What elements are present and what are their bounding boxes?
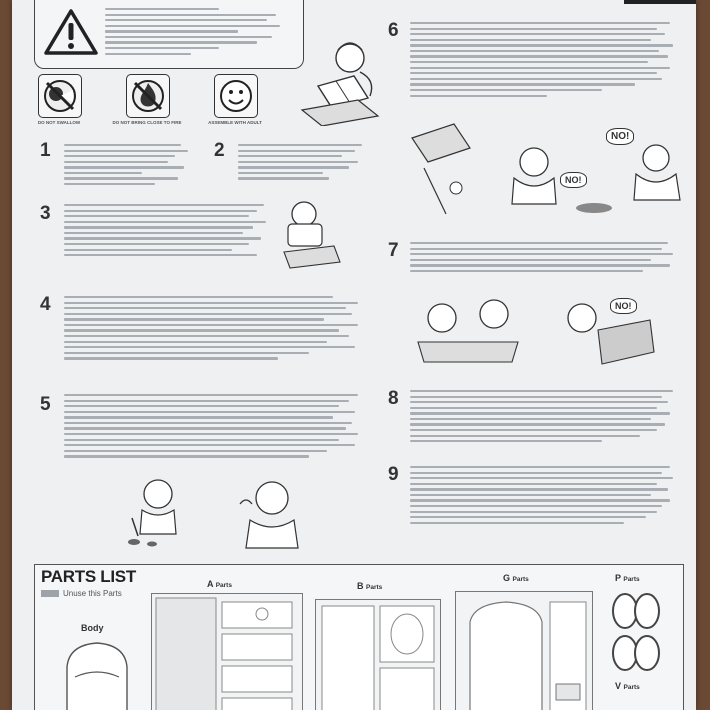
child-with-kit-illustration [283, 201, 341, 269]
warning-text [105, 8, 295, 58]
warning-box [34, 0, 304, 69]
symbol-caption: DO NOT BRING CLOSE TO FIRE [112, 120, 182, 125]
parts-tree-b [315, 599, 441, 710]
step-text [410, 22, 684, 100]
tires-drawing [612, 593, 660, 671]
symbol-caption: ASSEMBLE WITH ADULT [208, 120, 262, 125]
parts-group-label: V Parts [615, 681, 640, 691]
no-fire-symbol [126, 74, 170, 118]
step-text [238, 144, 368, 183]
child-at-desk-illustration [567, 303, 655, 365]
step-text [410, 466, 684, 527]
step-number: 6 [388, 20, 399, 41]
no-swallow-icon [44, 80, 76, 112]
adult-assist-symbol [214, 74, 258, 118]
reading-child-illustration [300, 42, 380, 126]
symbol-caption: DO NOT SWALLOW [37, 120, 81, 125]
instruction-sheet: DO NOT SWALLOW DO NOT BRING CLOSE TO FIR… [12, 0, 696, 710]
speech-bubble: NO! [560, 172, 587, 188]
unuse-legend: Unuse this Parts [41, 589, 122, 598]
body-label: Body [81, 623, 104, 633]
parts-group-label: G Parts [503, 573, 529, 583]
parts-group-label: P Parts [615, 573, 640, 583]
header-bar [624, 0, 696, 4]
step-number: 1 [40, 140, 51, 161]
parts-tree-g [455, 591, 593, 710]
speech-bubble: NO! [610, 298, 637, 314]
parts-group-label: B Parts [357, 581, 383, 591]
step-number: 4 [40, 294, 51, 315]
child-thinking-illustration [239, 481, 299, 549]
speech-bubble: NO! [606, 128, 635, 145]
adult-assist-icon [220, 80, 252, 112]
step-text [64, 144, 194, 189]
parts-group-label: A Parts [207, 579, 232, 589]
no-fire-icon [132, 80, 164, 112]
unuse-swatch [41, 590, 59, 598]
step-number: 8 [388, 388, 399, 409]
step-text [64, 296, 370, 363]
parts-list-title: PARTS LIST [41, 567, 136, 586]
step-text [410, 390, 684, 446]
parts-list: PARTS LIST Unuse this Parts Body A Parts… [34, 564, 684, 710]
no-swallow-symbol [38, 74, 82, 118]
step-text [64, 204, 274, 260]
step-number: 9 [388, 464, 399, 485]
children-sorting-illustration [417, 299, 519, 363]
step-number: 3 [40, 203, 51, 224]
step-text [410, 242, 684, 275]
body-shell-drawing [66, 642, 128, 710]
parts-tree-a [151, 593, 303, 710]
warning-triangle-icon [44, 9, 98, 55]
parts-spill-illustration [411, 123, 681, 215]
unuse-label: Unuse this Parts [63, 589, 122, 598]
child-painting-illustration [128, 479, 177, 547]
step-text [64, 394, 370, 461]
step-number: 7 [388, 240, 399, 261]
step-number: 2 [214, 140, 225, 161]
step-number: 5 [40, 394, 51, 415]
